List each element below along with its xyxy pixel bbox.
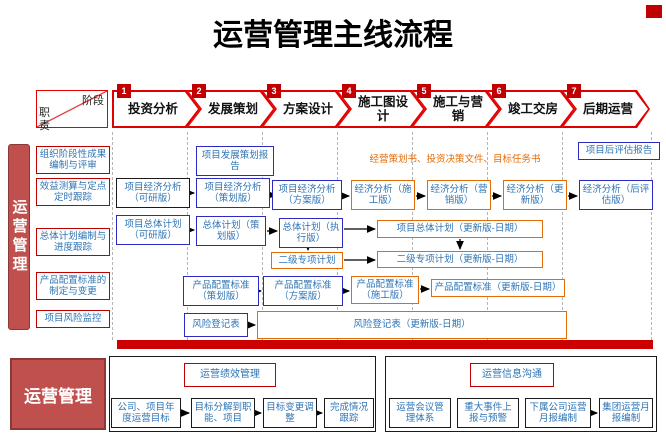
- node-product-updated: 产品配置标准（更新版-日期）: [431, 279, 565, 297]
- node-product-planning: 产品配置标准（策划版）: [183, 276, 259, 306]
- node-econ-scheme: 项目经济分析（方案版）: [272, 180, 342, 210]
- matrix-corner-cell: 阶段 职责: [36, 90, 108, 132]
- page-title: 运营管理主线流程: [213, 19, 453, 52]
- stage-number-badge: 2: [192, 84, 206, 98]
- stage-number-badge: 5: [417, 84, 431, 98]
- node-completion-tracking: 完成情况跟踪: [324, 398, 374, 428]
- node-group-monthly-report: 集团运营月报编制: [599, 398, 653, 428]
- node-goal-adjustment: 目标变更调整: [263, 398, 317, 428]
- stage-label: 施工图设计: [357, 95, 408, 123]
- node-annual-goals: 公司、项目年度运营目标: [111, 398, 181, 428]
- row-label-risk-monitoring: 项目风险监控: [36, 310, 110, 328]
- stage-label: 投资分析: [127, 102, 178, 116]
- column-divider: [651, 132, 652, 340]
- stage-label: 施工与营销: [432, 95, 483, 123]
- node-post-eval-report: 项目后评估报告: [578, 142, 660, 160]
- node-econ-marketing: 经济分析（营销版）: [427, 180, 491, 210]
- node-goal-decomposition: 目标分解到职能、项目: [191, 398, 255, 428]
- sidebar-operations-management: 运营管理: [8, 144, 30, 330]
- node-risk-register-updated: 风险登记表（更新版-日期）: [257, 311, 567, 339]
- node-econ-posteval: 经济分析（后评估版）: [579, 180, 653, 210]
- node-incident-reporting: 重大事件上报与预警: [457, 398, 519, 428]
- node-econ-planning: 项目经济分析（策划版）: [196, 178, 270, 208]
- node-dev-plan-report: 项目发展策划报告: [196, 146, 274, 176]
- stage-label: 发展策划: [207, 102, 258, 116]
- stage-number-badge: 7: [567, 84, 581, 98]
- node-subsidiary-monthly-report: 下属公司运营月报编制: [525, 398, 591, 428]
- node-subplan-updated: 二级专项计划（更新版-日期）: [377, 251, 543, 268]
- node-plan-planning: 总体计划（策划版）: [196, 216, 266, 246]
- row-label-results-review: 组织阶段性成果编制与评审: [36, 146, 110, 174]
- stage-number-badge: 1: [117, 84, 131, 98]
- corner-role-label: 职责: [39, 107, 50, 133]
- column-divider: [562, 132, 563, 340]
- stage-label: 后期运营: [582, 102, 633, 116]
- node-econ-construction: 经济分析（施工版）: [351, 180, 415, 210]
- node-subplan: 二级专项计划: [271, 252, 343, 269]
- node-risk-register: 风险登记表: [184, 313, 248, 337]
- row-label-product-standard: 产品配置标准的制定与变更: [36, 272, 110, 300]
- corner-red-mark: [646, 5, 662, 18]
- node-econ-updated: 经济分析（更新版）: [503, 180, 567, 210]
- row-label-benefit-tracking: 效益测算与定点定时跟踪: [36, 178, 110, 206]
- node-plan-updated: 项目总体计划（更新版-日期）: [377, 220, 543, 238]
- text-strategy-docs: 经营策划书、投资决策文件、目标任务书: [369, 154, 541, 165]
- stage-number-badge: 3: [267, 84, 281, 98]
- node-meeting-system: 运营会议管理体系: [389, 398, 451, 428]
- section-divider-bar: [117, 340, 653, 349]
- stage-number-badge: 6: [492, 84, 506, 98]
- stage-label: 竣工交房: [507, 102, 558, 116]
- row-label-plan-tracking: 总体计划编制与进度跟踪: [36, 228, 110, 256]
- column-divider: [112, 132, 113, 340]
- corner-stage-label: 阶段: [82, 95, 104, 107]
- node-plan-feasibility: 项目总体计划（可研版）: [116, 215, 190, 245]
- node-product-construction: 产品配置标准（施工版）: [351, 276, 419, 304]
- node-econ-feasibility: 项目经济分析（可研版）: [116, 178, 190, 208]
- node-plan-execution: 总体计划（执行版）: [279, 218, 343, 248]
- bottom-operations-management-block: 运营管理: [10, 358, 106, 430]
- bottom-side-label: 运营管理: [24, 386, 92, 406]
- node-product-scheme: 产品配置标准（方案版）: [263, 276, 343, 306]
- sidebar-label: 运营管理: [10, 199, 28, 275]
- stage-chevron-7: 后期运营: [562, 90, 650, 128]
- panel-performance-title: 运营绩效管理: [184, 363, 276, 387]
- stage-label: 方案设计: [282, 102, 333, 116]
- stage-chevron-6: 竣工交房: [487, 90, 575, 128]
- stage-number-badge: 4: [342, 84, 356, 98]
- panel-info-title: 运营信息沟通: [470, 363, 554, 387]
